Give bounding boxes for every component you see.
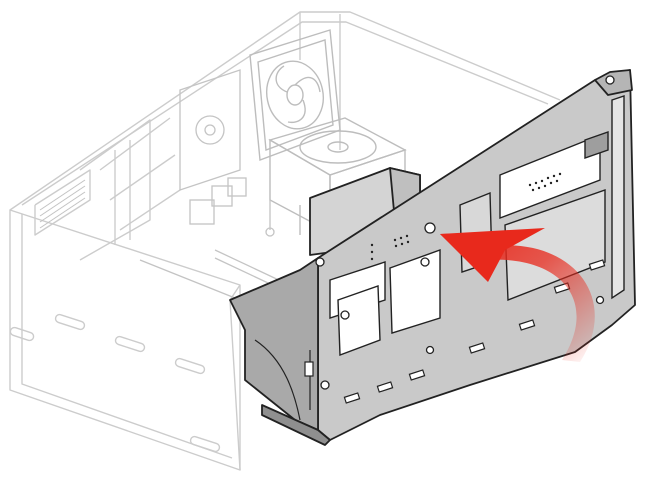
rotation-arrow-head xyxy=(440,228,545,282)
screw-hole xyxy=(315,257,325,267)
screw-hole xyxy=(320,380,330,390)
capacitor xyxy=(189,199,215,225)
rear-io-port xyxy=(195,115,225,145)
expansion-slot xyxy=(109,154,176,201)
bracket-foot xyxy=(261,404,331,446)
chassis-left-inner xyxy=(21,214,233,459)
expansion-slot xyxy=(99,117,171,171)
screw-hole xyxy=(420,257,430,267)
rear-fan xyxy=(249,29,341,161)
rear-io-plate xyxy=(179,69,241,191)
chassis-slot xyxy=(174,357,206,375)
motherboard xyxy=(139,69,301,301)
bay-opening-slot xyxy=(499,133,601,220)
bracket-details xyxy=(329,95,625,356)
capacitor xyxy=(227,177,247,197)
chassis-top-inner xyxy=(21,21,549,206)
chassis-slot xyxy=(114,335,146,353)
rotation-arrow xyxy=(440,228,595,362)
bay-tab xyxy=(584,131,609,159)
chassis-slot xyxy=(54,313,86,331)
bracket-small-slots xyxy=(343,259,606,404)
bracket-side-wing xyxy=(229,257,319,431)
bay-opening-right xyxy=(389,249,441,334)
chassis-frame xyxy=(9,11,561,471)
chassis-slot xyxy=(9,326,35,342)
bay-opening-lower xyxy=(504,189,606,302)
bracket-rail xyxy=(611,95,625,300)
screw-hole xyxy=(424,222,436,234)
bay-opening-left xyxy=(337,285,381,356)
vent-hatching xyxy=(39,179,86,229)
screw-hole xyxy=(340,310,350,320)
pcie-slot xyxy=(139,259,241,301)
screw-hole xyxy=(595,295,605,305)
bracket-fasteners xyxy=(315,75,615,390)
screw-hole xyxy=(605,75,615,85)
screw-hole xyxy=(425,345,435,355)
bracket-perforations xyxy=(370,172,562,261)
chassis-top-edge xyxy=(9,11,561,211)
chassis-slot xyxy=(189,435,221,453)
chassis-left-panel xyxy=(9,209,241,471)
side-vent xyxy=(34,169,91,236)
side-wing-details xyxy=(254,339,314,421)
